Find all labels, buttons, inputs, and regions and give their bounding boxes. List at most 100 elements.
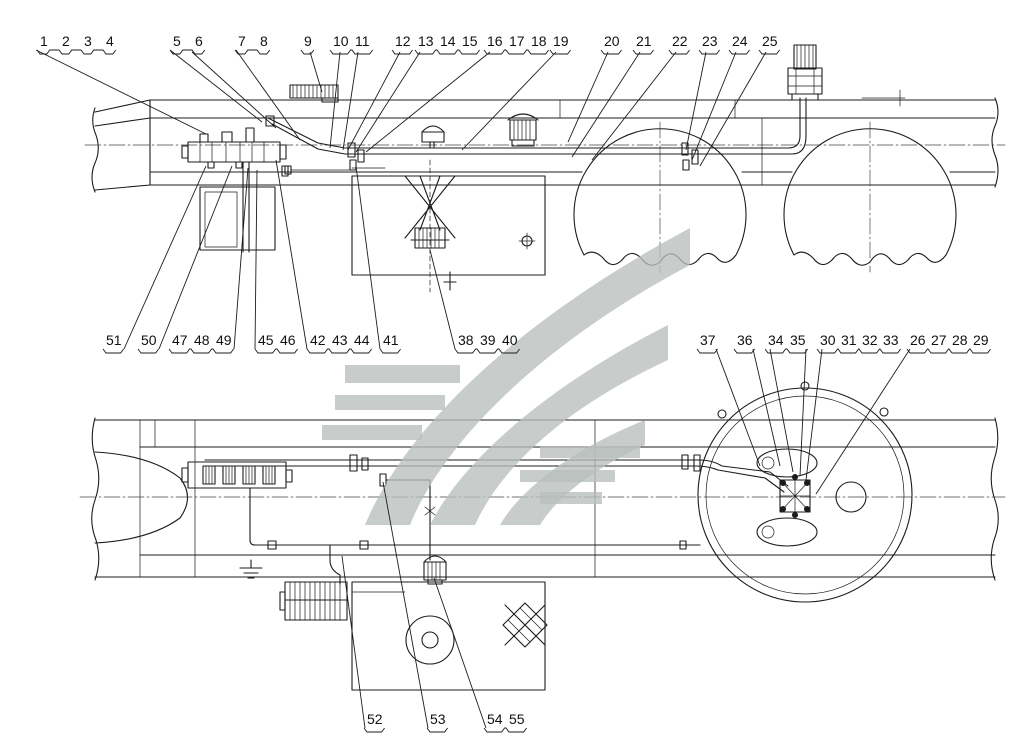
- callout-number: 9: [304, 33, 312, 49]
- secondary-pipe: [290, 167, 386, 171]
- upper-frame-rail: [94, 99, 996, 191]
- callout-number: 5: [173, 33, 181, 49]
- callout-underline: [483, 727, 527, 733]
- leader-line: [365, 51, 491, 153]
- leader-line: [382, 481, 429, 729]
- battery-box-inner: [204, 191, 238, 248]
- callout-underline: [728, 49, 750, 55]
- callout-underline: [300, 49, 315, 55]
- spare-tire-carrier-box: [351, 175, 546, 276]
- callout-number: 46: [280, 332, 296, 348]
- crosshair-marker: [518, 232, 536, 250]
- leader-line: [691, 51, 737, 161]
- callout-underline: [764, 348, 808, 354]
- callout-group-bottom-1: 53: [382, 481, 448, 733]
- callout-underline: [632, 49, 654, 55]
- callout-underline: [102, 348, 124, 354]
- leader-line: [169, 49, 263, 123]
- callout-group-top-9: 20: [567, 33, 622, 143]
- callout-number: 6: [195, 33, 203, 49]
- main-air-pipe-upper: [267, 97, 801, 149]
- callout-number: 7: [238, 33, 246, 49]
- leader-line: [35, 49, 207, 135]
- callout-number: 25: [762, 33, 778, 49]
- fifth-wheel-turntable: [697, 381, 913, 603]
- callout-underline: [329, 49, 373, 55]
- callout-number: 23: [702, 33, 718, 49]
- ground-symbol: [239, 559, 263, 579]
- leader-line: [158, 165, 233, 350]
- callout-number: 10: [333, 33, 349, 49]
- callout-number: 43: [332, 332, 348, 348]
- callout-number: 36: [737, 332, 753, 348]
- callout-underline: [234, 49, 271, 55]
- callout-underline: [733, 348, 755, 354]
- leader-line: [799, 348, 807, 477]
- frame-break-right: [991, 97, 999, 188]
- callout-group-middle-1: 50: [137, 165, 233, 354]
- leader-line: [567, 51, 609, 143]
- frame-break-right-plan: [990, 417, 999, 581]
- leader-line: [275, 159, 308, 350]
- callout-number: 4: [106, 33, 114, 49]
- callout-number: 50: [141, 332, 157, 348]
- leader-line: [769, 348, 794, 473]
- leader-line: [342, 51, 359, 151]
- callout-number: 22: [672, 33, 688, 49]
- leader-line: [309, 51, 323, 93]
- dome-valve-2: [507, 113, 539, 147]
- callout-underline: [137, 348, 159, 354]
- callout-number: 11: [355, 33, 370, 49]
- callout-underline: [758, 49, 780, 55]
- callout-number: 34: [768, 332, 784, 348]
- callout-group-top-3: 9: [300, 33, 323, 93]
- callout-number: 35: [790, 332, 806, 348]
- callout-number: 21: [636, 33, 652, 49]
- leader-line: [433, 577, 487, 729]
- callout-number: 44: [354, 332, 370, 348]
- callout-number: 17: [509, 33, 525, 49]
- callout-underline: [483, 49, 549, 55]
- leader-line: [805, 348, 823, 481]
- callout-group-middle-8: 36: [733, 332, 781, 467]
- leader-line: [341, 555, 366, 729]
- callout-group-top-11: 22: [591, 33, 690, 161]
- callout-underline: [391, 49, 413, 55]
- callout-underline: [254, 348, 298, 354]
- callout-group-top-10: 21: [571, 33, 654, 158]
- leader-line: [191, 51, 277, 129]
- crossmember-lines: [139, 419, 596, 578]
- callout-underline: [906, 348, 991, 354]
- callout-number: 1: [40, 33, 48, 49]
- callout-number: 33: [883, 332, 899, 348]
- frame-break-left: [91, 107, 99, 193]
- callout-number: 39: [480, 332, 496, 348]
- callout-underline: [306, 348, 372, 354]
- center-hub-valve: [779, 473, 811, 519]
- callout-number: 16: [487, 33, 503, 49]
- frame-crossmember-lines: [559, 89, 906, 186]
- leader-line: [715, 348, 761, 467]
- leader-line: [123, 165, 207, 350]
- callout-number: 15: [462, 33, 478, 49]
- callout-number: 19: [553, 33, 569, 49]
- leader-line: [254, 169, 258, 350]
- callout-group-top-8: 19: [461, 33, 571, 151]
- callout-number: 8: [260, 33, 268, 49]
- callout-underline: [698, 49, 720, 55]
- callout-group-top-5: 12: [347, 33, 413, 151]
- callout-group-middle-5: 41: [355, 165, 401, 354]
- callout-number: 14: [440, 33, 456, 49]
- battery-box: [199, 186, 276, 251]
- leader-line: [355, 165, 381, 350]
- hatched-air-unit: [289, 84, 339, 103]
- plan-view: [79, 381, 1006, 691]
- callout-underline: [549, 49, 571, 55]
